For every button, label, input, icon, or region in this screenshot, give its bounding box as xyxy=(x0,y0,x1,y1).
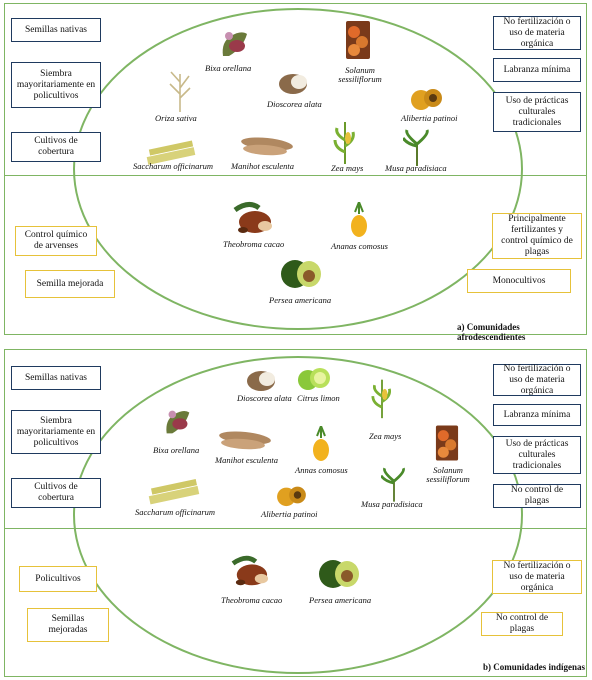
panel-afrodescendientes: Semillas nativas Siembra mayoritariament… xyxy=(4,3,587,342)
oriza-sativa-icon xyxy=(169,71,191,112)
species-label: Bixa orellana xyxy=(153,445,200,455)
practice-box: Labranza mínima xyxy=(493,404,581,426)
practice-box: Policultivos xyxy=(19,566,97,592)
practice-box: Control químico de arvenses xyxy=(15,226,97,256)
species-label: Manihot esculenta xyxy=(231,161,295,171)
practice-box: Monocultivos xyxy=(467,269,571,293)
species-label: Annas comosus xyxy=(295,465,348,475)
species-label: Solanum sessiliflorum xyxy=(338,65,382,84)
persea-americana-icon xyxy=(281,260,321,288)
species-label: Dioscorea alata xyxy=(267,99,322,109)
practice-box: Semillas mejoradas xyxy=(27,608,109,642)
species-label: Manihot esculenta xyxy=(215,455,279,465)
species-label: Solanum sessiliflorum xyxy=(426,465,470,484)
citrus-limon-icon xyxy=(298,368,330,390)
persea-americana-icon xyxy=(319,560,359,588)
zea-mays-icon xyxy=(371,379,391,419)
species-label: Saccharum officinarum xyxy=(133,161,214,171)
practice-box: No fertilización o uso de materia orgáni… xyxy=(493,16,581,50)
practice-box: Cultivos de cobertura xyxy=(11,132,101,162)
species-label: Alibertia patinoi xyxy=(401,113,458,123)
alibertia-patinoi-icon xyxy=(277,486,306,507)
species-label: Persea americana xyxy=(269,295,332,305)
practice-box: Uso de prácticas culturales tradicionale… xyxy=(493,436,581,474)
theobroma-cacao-icon xyxy=(233,202,272,233)
annas-comosus-icon xyxy=(313,426,329,461)
panel-caption: a) Comunidades afrodescendientes xyxy=(457,322,526,342)
practice-box: No control de plagas xyxy=(493,484,581,508)
practice-box: Semilla mejorada xyxy=(25,270,115,298)
musa-paradisiaca-icon xyxy=(381,467,405,502)
species-label: Ananas comosus xyxy=(331,241,388,251)
panel-indigenas: Semillas nativas Siembra mayoritariament… xyxy=(4,349,587,677)
central-ellipse xyxy=(73,356,523,674)
species-label: Zea mays xyxy=(369,431,402,441)
saccharum-officinarum-icon xyxy=(148,479,200,505)
practice-box: No control de plagas xyxy=(481,612,563,636)
saccharum-officinarum-icon xyxy=(146,140,196,165)
manihot-esculenta-icon xyxy=(219,431,271,450)
musa-paradisiaca-icon xyxy=(403,129,429,166)
solanum-sessiliflorum-icon xyxy=(435,425,459,461)
manihot-esculenta-icon xyxy=(241,137,293,156)
species-label: Dioscorea alata xyxy=(237,393,292,403)
species-label: Oriza sativa xyxy=(155,113,197,123)
species-label: Bixa orellana xyxy=(205,63,252,73)
species-label: Theobroma cacao xyxy=(223,239,285,249)
practice-box: No fertilización o uso de materia orgáni… xyxy=(493,364,581,396)
practice-box: Cultivos de cobertura xyxy=(11,478,101,508)
species-label: Alibertia patinoi xyxy=(261,509,318,519)
dioscorea-alata-icon xyxy=(279,74,307,94)
bixa-orellana-icon xyxy=(166,410,190,434)
species-label: Musa paradisiaca xyxy=(385,163,447,173)
alibertia-patinoi-icon xyxy=(411,89,442,110)
panel-caption: b) Comunidades indígenas xyxy=(483,662,586,672)
species-label: Musa paradisiaca xyxy=(361,499,423,509)
practice-box: Siembra mayoritariamente en policultivos xyxy=(11,62,101,108)
species-label: Theobroma cacao xyxy=(221,595,283,605)
central-ellipse xyxy=(73,8,523,330)
solanum-sessiliflorum-icon xyxy=(346,21,370,59)
dioscorea-alata-icon xyxy=(247,371,275,391)
species-label: Persea americana xyxy=(309,595,372,605)
species-label: Saccharum officinarum xyxy=(135,507,216,517)
zea-mays-icon xyxy=(333,122,355,164)
bixa-orellana-icon xyxy=(222,32,247,56)
practice-box: Siembra mayoritariamente en policultivos xyxy=(11,410,101,454)
species-label: Zea mays xyxy=(331,163,364,173)
practice-box: Uso de prácticas culturales tradicionale… xyxy=(493,92,581,132)
practice-box: Semillas nativas xyxy=(11,366,101,390)
practice-box: Labranza mínima xyxy=(493,58,581,82)
practice-box: No fertilización o uso de materia orgáni… xyxy=(492,560,582,594)
practice-box: Principalmente fertilizantes y control q… xyxy=(492,213,582,259)
species-label: Citrus limon xyxy=(297,393,340,403)
ananas-comosus-icon xyxy=(351,202,367,237)
practice-box: Semillas nativas xyxy=(11,18,101,42)
theobroma-cacao-icon xyxy=(231,555,269,586)
